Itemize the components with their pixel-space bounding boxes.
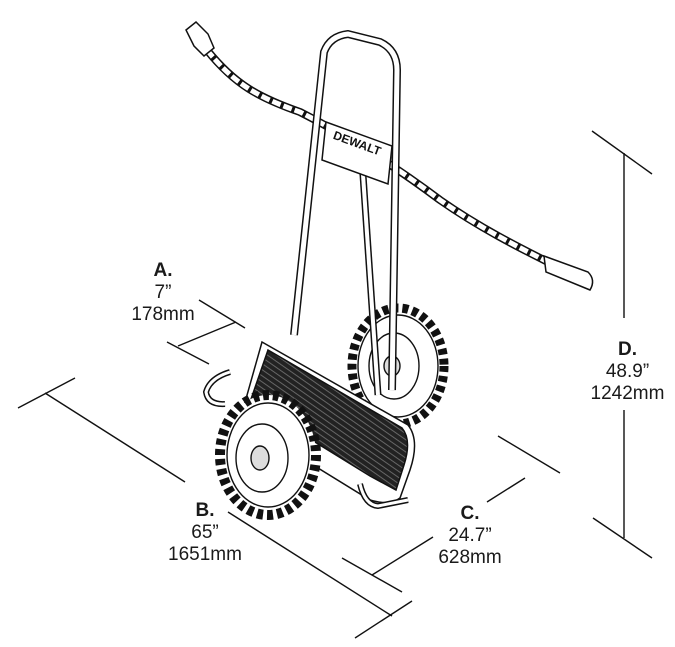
- dimension-b-imperial: 65”: [191, 522, 219, 543]
- dimension-a-tick-right: [198, 299, 246, 329]
- spray-handle: [543, 254, 594, 291]
- dimension-a-imperial: 7”: [154, 282, 172, 303]
- dimension-b-tick-bottom: [354, 600, 413, 639]
- dimension-d-label: D. 48.9” 1242mm: [580, 339, 675, 405]
- dimension-b-line: [44, 392, 186, 483]
- hose-fitting: [185, 20, 215, 58]
- dimension-b-metric: 1651mm: [168, 544, 242, 565]
- dimension-d-tick-top: [591, 130, 653, 175]
- dimension-b-line-lower: [227, 511, 393, 617]
- dimension-d-imperial: 48.9”: [605, 361, 650, 382]
- dimension-b-label: B. 65” 1651mm: [150, 500, 260, 566]
- dimension-d-letter: D.: [618, 339, 637, 360]
- dimension-a-letter: A.: [153, 260, 173, 281]
- dimension-c-line-upper: [486, 477, 526, 503]
- dimension-c-line: [371, 536, 434, 576]
- front-wheel: [215, 390, 321, 520]
- dimension-b-letter: B.: [195, 500, 215, 521]
- dimension-c-imperial: 24.7”: [448, 525, 492, 546]
- dimension-lines: [17, 130, 653, 639]
- deck-platform: [202, 340, 416, 510]
- dimension-a-line: [177, 321, 237, 347]
- dimension-d-metric: 1242mm: [590, 383, 665, 404]
- dimension-b-tick-top: [17, 377, 76, 409]
- dimension-c-tick-right: [497, 435, 561, 474]
- dimension-a-label: A. 7” 178mm: [118, 260, 208, 326]
- dimension-d-tick-bottom: [592, 517, 653, 559]
- dimension-a-metric: 178mm: [131, 304, 195, 325]
- dimension-c-label: C. 24.7” 628mm: [415, 503, 525, 569]
- dimension-c-metric: 628mm: [438, 547, 502, 568]
- brand-plate: [321, 120, 393, 186]
- frame: [290, 29, 402, 396]
- dimension-a-tick-left: [166, 341, 210, 365]
- dimension-c-letter: C.: [460, 503, 480, 524]
